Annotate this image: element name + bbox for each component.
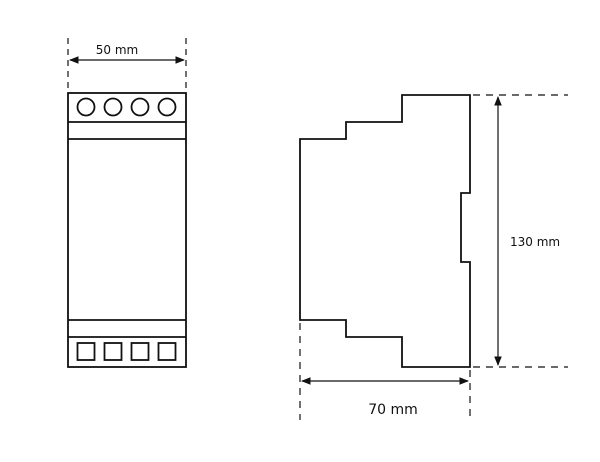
bottom-terminal-square [103,342,123,361]
front-width-label: 50 mm [96,43,138,57]
front-width-dimension [67,38,187,90]
bottom-terminal-square [130,342,150,361]
side-height-dimension [473,94,568,368]
top-terminal-row [76,97,177,117]
bottom-terminal-square [76,342,96,361]
top-terminal-screw [76,97,96,117]
top-terminal-screw [103,97,123,117]
top-terminal-screw [130,97,150,117]
bottom-terminal-square [157,342,177,361]
bottom-terminal-row [76,342,177,361]
side-view [299,94,471,368]
side-depth-dimension [299,323,471,420]
side-profile-outline [299,94,471,368]
side-height-label: 130 mm [510,235,560,249]
top-terminal-screw [157,97,177,117]
front-view [67,92,187,368]
side-depth-label: 70 mm [368,402,418,418]
front-body-outline [67,92,187,368]
